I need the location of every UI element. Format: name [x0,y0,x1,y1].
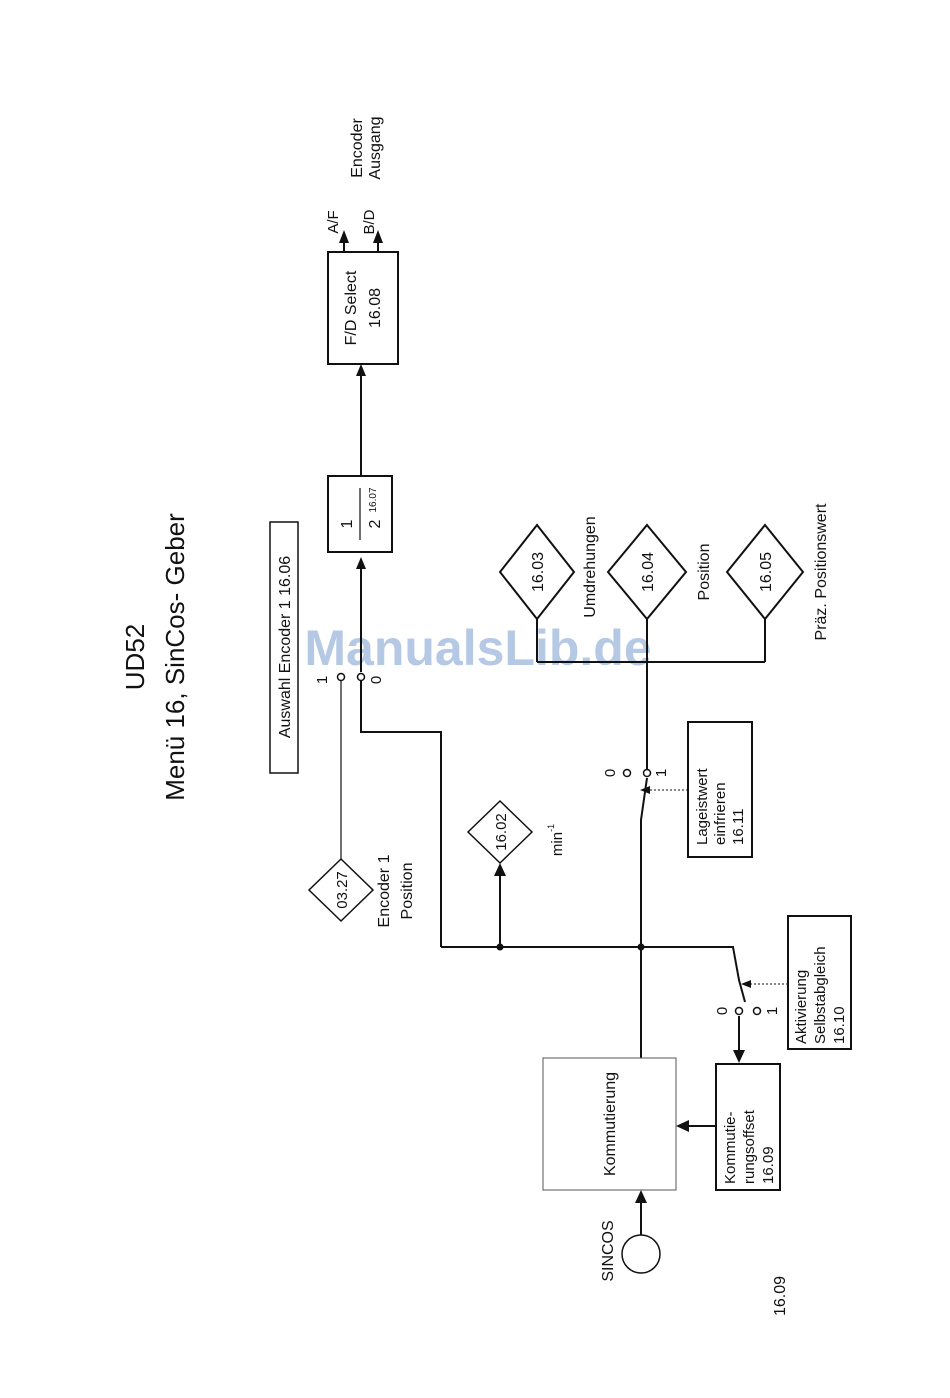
encoder-output-label-2: Ausgang [367,116,384,179]
position-label: Position [696,544,713,601]
fd-select-label: F/D Select [343,270,360,345]
auto-calibration-label-3: 16.10 [831,1006,848,1044]
page-number: 16.09 [772,1276,789,1316]
watermark: ManualsLib.de [304,620,651,676]
dashed-arrow [741,980,751,988]
arrow-up [635,1190,647,1203]
switch-label-0: 0 [602,769,619,777]
arrow-up [373,230,383,243]
switch-terminal-0 [356,672,366,682]
freeze-position-box: Lageistwert einfrieren 16.11 [687,721,753,858]
param-16-05: 16.05 [758,552,775,592]
divider-numerator: 1 [339,519,356,528]
commutation-offset-box: Kommutie- rungsoffset 16.09 [715,1063,781,1191]
auto-calibration-label-2: Selbstabgleich [812,946,829,1044]
arrow-down [733,1050,745,1063]
dashed-arrow [640,786,650,794]
arrow-up [494,863,506,876]
freeze-switch: 0 1 [602,768,670,778]
param-16-04: 16.04 [640,552,657,592]
switch-label-1: 1 [653,769,670,777]
switch-terminal-0 [734,1006,744,1016]
auto-calibration-box: Aktivierung Selbstabgleich 16.10 [787,915,852,1050]
sincos-label: SINCOS [600,1220,617,1281]
encoder-select-switch: 1 0 [314,672,385,684]
auto-calibration-label-1: Aktivierung [793,970,810,1044]
param-03-27: 03.27 [334,871,351,909]
commutation-offset-label-3: 16.09 [760,1146,777,1184]
encoder-select-box [269,521,299,774]
switch-terminal-1 [642,768,652,778]
encoder1-position-label: Position [399,863,416,920]
commutation-block: Kommutierung [542,1057,677,1191]
page-subtitle: Menü 16, SinCos- Geber [160,513,190,801]
speed-unit: min-1 [546,824,566,856]
switch-label-1: 1 [314,676,331,684]
speed-unit-base: min [549,832,566,856]
param-16-03: 16.03 [530,552,547,592]
arrow-up [356,364,366,376]
arrow-up [356,557,366,569]
commutation-offset-label-2: rungsoffset [741,1109,758,1184]
divider-param: 16.07 [368,487,379,512]
praez-positionswert-label: Präz. Positionswert [813,503,830,640]
encoder-output-label: Encoder [349,118,366,178]
switch-label-0: 0 [368,676,385,684]
freeze-label-1: Lageistwert [694,767,711,845]
param-16-05-diamond: 16.05 [725,523,805,621]
auto-calibration-switch: 0 1 [714,1006,781,1016]
commutation-offset-label-1: Kommutie- [722,1111,739,1184]
param-16-04-diamond: 16.04 [606,523,688,621]
param-16-02: 16.02 [493,813,510,851]
divider-denominator: 2 [367,519,384,528]
switch-label-0: 0 [714,1007,731,1015]
speed-unit-exponent: -1 [546,824,556,832]
junction-dot [637,943,645,951]
arrow-left [676,1120,689,1132]
divider-block: 1 2 16.07 [327,475,393,553]
encoder-select-label: Auswahl Encoder 1 16.06 [277,556,294,738]
switch-terminal-0 [622,768,632,778]
commutation-label: Kommutierung [602,1072,619,1176]
param-16-03-diamond: 16.03 [498,523,576,621]
fd-select-param: 16.08 [367,288,384,328]
switch-label-1: 1 [764,1007,781,1015]
umdrehungen-label: Umdrehungen [582,516,599,617]
param-16-02-diamond: 16.02 [466,799,534,865]
arrow-up [339,230,349,243]
sincos-input-circle [621,1234,661,1274]
param-03-27-diamond: 03.27 [307,857,375,923]
switch-terminal-1 [336,672,346,682]
switch-terminal-1 [752,1006,762,1016]
page-title: UD52 [120,624,150,690]
freeze-label-3: 16.11 [730,809,747,845]
encoder1-label: Encoder 1 [376,854,393,927]
output-bd-label: B/D [361,209,378,234]
arrowheads [339,230,751,1203]
output-af-label: A/F [325,210,342,233]
freeze-label-2: einfrieren [712,782,729,845]
fd-select-block: F/D Select 16.08 [327,251,399,365]
junction-dot [496,943,504,951]
